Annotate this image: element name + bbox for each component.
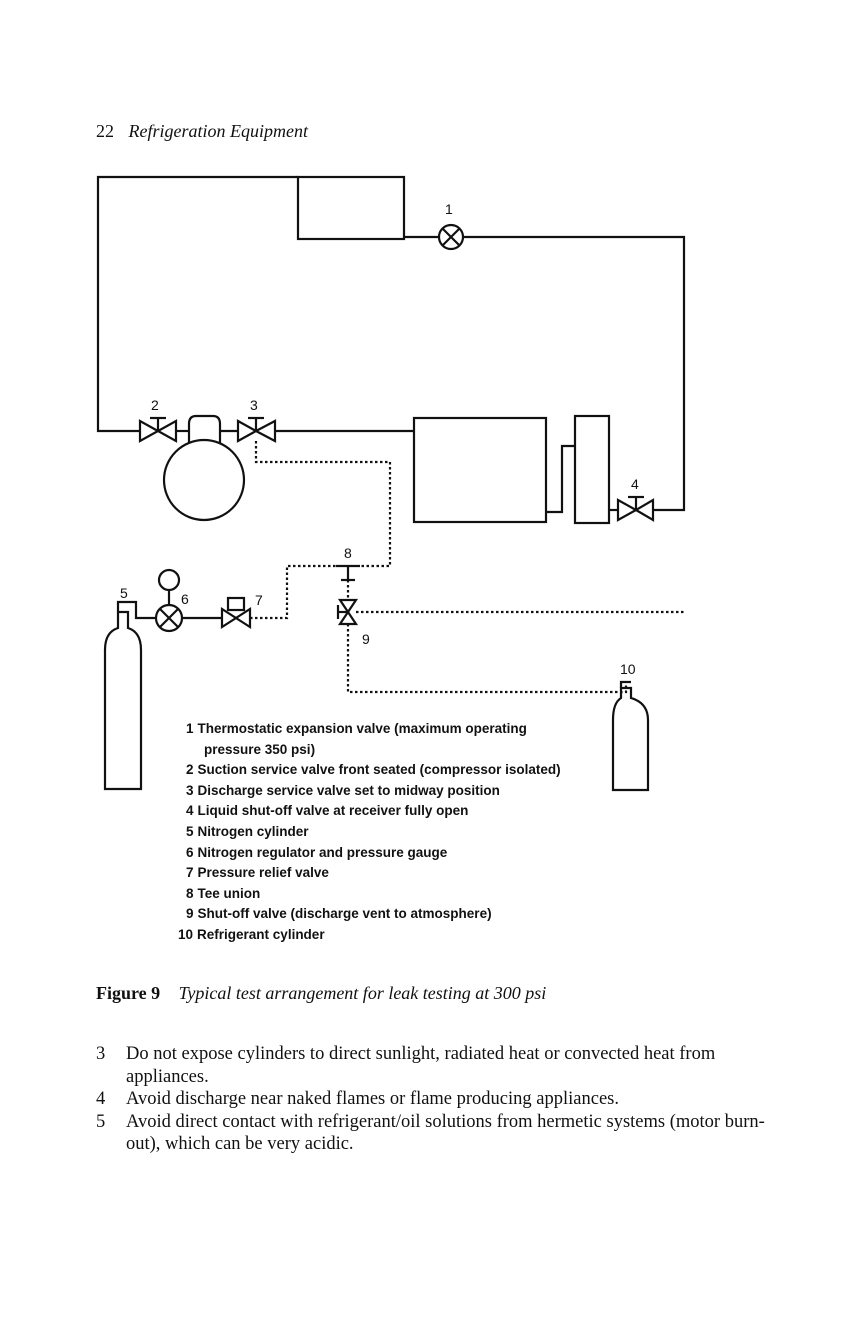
suction-line (96, 175, 298, 433)
label-4: 4 (631, 476, 639, 492)
discharge-test-line (254, 441, 392, 568)
pressure-gauge (157, 568, 181, 592)
receiver (573, 414, 611, 525)
figure-caption: Figure 9 Typical test arrangement for le… (96, 983, 546, 1004)
label-3: 3 (250, 397, 258, 413)
label-7: 7 (255, 592, 263, 608)
vent-shutoff-valve (336, 598, 359, 626)
label-6: 6 (181, 591, 189, 607)
condenser-receiver-link (546, 444, 575, 514)
caption-text: Typical test arrangement for leak testin… (178, 983, 547, 1003)
receiver-liquid-valve (616, 495, 655, 522)
label-5: 5 (120, 585, 128, 601)
nitrogen-cylinder (103, 610, 143, 791)
compressor-neck (187, 414, 222, 443)
nitrogen-regulator (154, 603, 184, 633)
label-1: 1 (445, 201, 453, 217)
evaporator (296, 175, 406, 241)
liquid-line (463, 235, 686, 512)
discharge-service-valve (236, 416, 277, 443)
refrigerant-cylinder (611, 686, 650, 792)
label-8: 8 (344, 545, 352, 561)
refrigerant-outlet (619, 680, 631, 688)
suction-service-valve (138, 416, 178, 443)
expansion-valve (437, 223, 465, 251)
figure-label: Figure 9 (96, 983, 161, 1003)
refrigeration-circuit-diagram: 1 2 3 4 5 6 7 8 9 10 (96, 175, 686, 792)
running-header: 22 Refrigeration Equipment (96, 121, 308, 142)
label-2: 2 (151, 397, 159, 413)
compressor-body (162, 438, 246, 522)
nitrogen-test-line (250, 564, 336, 620)
running-title: Refrigeration Equipment (128, 121, 308, 141)
pressure-relief-valve (220, 596, 252, 630)
condenser (412, 416, 548, 524)
label-10: 10 (620, 661, 636, 677)
refrigerant-fill-line (346, 624, 628, 694)
legend-item-continuation: pressure 350 psi) (204, 741, 316, 757)
label-9: 9 (362, 631, 370, 647)
page-number: 22 (96, 121, 114, 141)
nitrogen-outlet (116, 600, 156, 620)
